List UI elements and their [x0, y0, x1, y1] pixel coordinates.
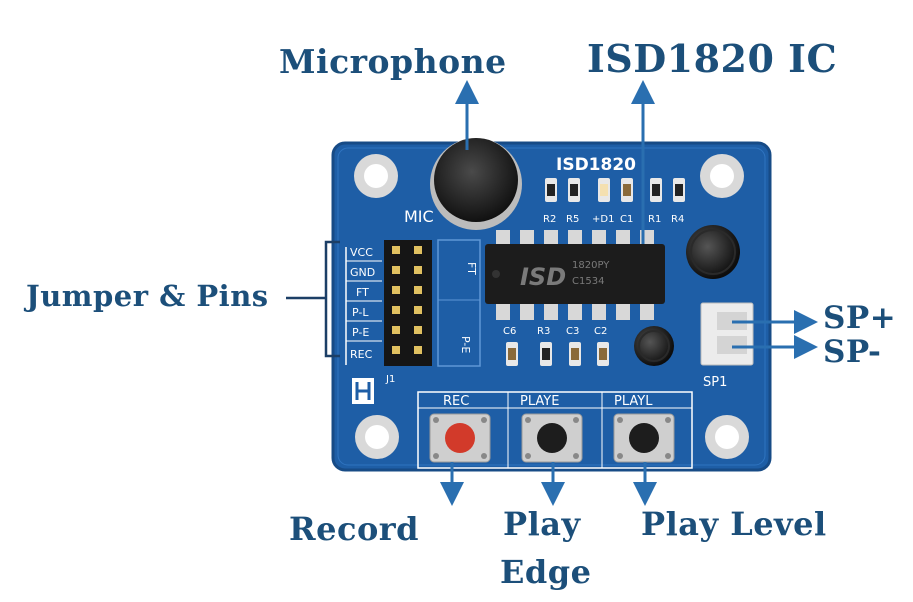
bottom-smd-components: [506, 342, 609, 366]
chip-brand: ISD: [520, 263, 566, 291]
sp-plus-callout: SP+: [823, 300, 897, 336]
comp-label-c6: C6: [503, 326, 516, 337]
jumper-bracket: [286, 240, 340, 358]
pin-label-rec: REC: [350, 348, 373, 361]
ic-callout: ISD1820 IC: [587, 36, 838, 81]
play-edge-callout-line1: Play: [503, 505, 581, 543]
header-label: J1: [385, 374, 395, 385]
jumper-callout: Jumper & Pins: [26, 279, 269, 313]
comp-label-r1: R1: [648, 214, 661, 225]
mounting-hole-bottom-right: [705, 415, 749, 459]
pin-label-gnd: GND: [350, 266, 375, 279]
board-title: ISD1820: [556, 155, 636, 175]
capacitor-large: [686, 225, 740, 279]
mic-label: MIC: [404, 207, 434, 226]
sp-minus-callout: SP-: [823, 334, 882, 370]
pin-header: [384, 240, 432, 366]
comp-label-c3: C3: [566, 326, 579, 337]
pin-label-pl: P-L: [352, 306, 369, 319]
comp-label-d1: +D1: [592, 214, 614, 225]
record-callout: Record: [289, 510, 420, 548]
button-label-rec: REC: [443, 394, 469, 409]
pin-label-column: [345, 247, 382, 365]
mounting-hole-top-left: [354, 154, 398, 198]
play-level-button[interactable]: [613, 413, 675, 463]
pin-label-vcc: VCC: [350, 246, 373, 259]
speaker-connector: [700, 302, 754, 366]
chip-code: C1534: [572, 276, 604, 287]
isd1820-chip: [485, 230, 665, 320]
comp-label-c1: C1: [620, 214, 633, 225]
comp-label-r3: R3: [537, 326, 550, 337]
comp-label-r2: R2: [543, 214, 556, 225]
jumper-area: [437, 239, 481, 367]
speaker-label: SP1: [703, 375, 727, 390]
comp-label-r5: R5: [566, 214, 579, 225]
pe-tag: P-E: [459, 336, 472, 353]
button-label-playe: PLAYE: [520, 394, 559, 409]
logo-mark: [352, 378, 374, 404]
play-level-callout: Play Level: [641, 505, 827, 543]
comp-label-c2: C2: [594, 326, 607, 337]
pin-label-ft: FT: [356, 286, 369, 299]
top-smd-components: [545, 178, 685, 202]
comp-label-r4: R4: [671, 214, 684, 225]
button-panel: [417, 391, 693, 469]
microphone-component: [430, 138, 522, 230]
mounting-hole-bottom-left: [355, 415, 399, 459]
capacitor-small: [634, 326, 674, 366]
chip-model: 1820PY: [572, 260, 610, 271]
pin-label-pe: P-E: [352, 326, 369, 339]
play-edge-button[interactable]: [521, 413, 583, 463]
microphone-callout: Microphone: [279, 42, 507, 81]
mounting-hole-top-right: [700, 154, 744, 198]
ft-tag: FT: [465, 262, 478, 275]
play-edge-callout-line2: Edge: [500, 553, 592, 591]
rec-button[interactable]: [429, 413, 491, 463]
button-label-playl: PLAYL: [614, 394, 653, 409]
